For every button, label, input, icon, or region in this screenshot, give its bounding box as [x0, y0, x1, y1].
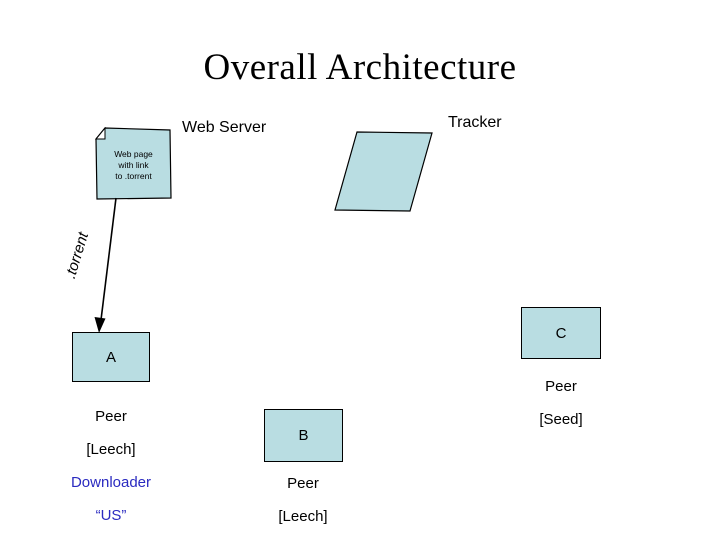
torrent-arrow: [80, 190, 150, 340]
peer-b-box: B: [264, 409, 343, 462]
parallelogram-icon: [334, 131, 433, 212]
doc-line-2: with link: [118, 160, 149, 170]
tracker-shape: [333, 131, 435, 213]
arrow-icon: [94, 197, 117, 333]
page-title: Overall Architecture: [203, 47, 517, 88]
peer-a-letter: A: [105, 349, 116, 366]
peer-a-extra-note: “US”: [95, 507, 127, 524]
doc-line-1: Web page: [114, 149, 153, 159]
web-page-document-shape: Web page with link to .torrent: [94, 127, 173, 201]
web-server-label: Web Server: [182, 119, 267, 136]
doc-line-3: to .torrent: [115, 171, 152, 181]
peer-c-role: Peer: [545, 378, 577, 395]
peer-b-state: [Leech]: [278, 508, 328, 525]
peer-a-state: [Leech]: [86, 441, 136, 458]
peer-a-box: A: [72, 332, 150, 382]
peer-c-state: [Seed]: [539, 411, 583, 428]
peer-b-role: Peer: [287, 475, 319, 492]
web-page-document-text: Web page with link to .torrent: [94, 149, 173, 182]
peer-c-box: C: [521, 307, 601, 359]
peer-b-letter: B: [298, 427, 309, 444]
peer-a-role: Peer: [95, 408, 127, 425]
peer-b-caption-group: Peer [Leech]: [214, 475, 392, 525]
tracker-label: Tracker: [448, 114, 502, 131]
peer-c-caption-group: Peer [Seed]: [472, 378, 650, 428]
peer-a-caption-group: Peer [Leech] Downloader “US”: [22, 408, 200, 524]
document-icon: [94, 127, 172, 200]
peer-c-letter: C: [555, 325, 567, 342]
peer-a-extra-role: Downloader: [70, 474, 152, 491]
